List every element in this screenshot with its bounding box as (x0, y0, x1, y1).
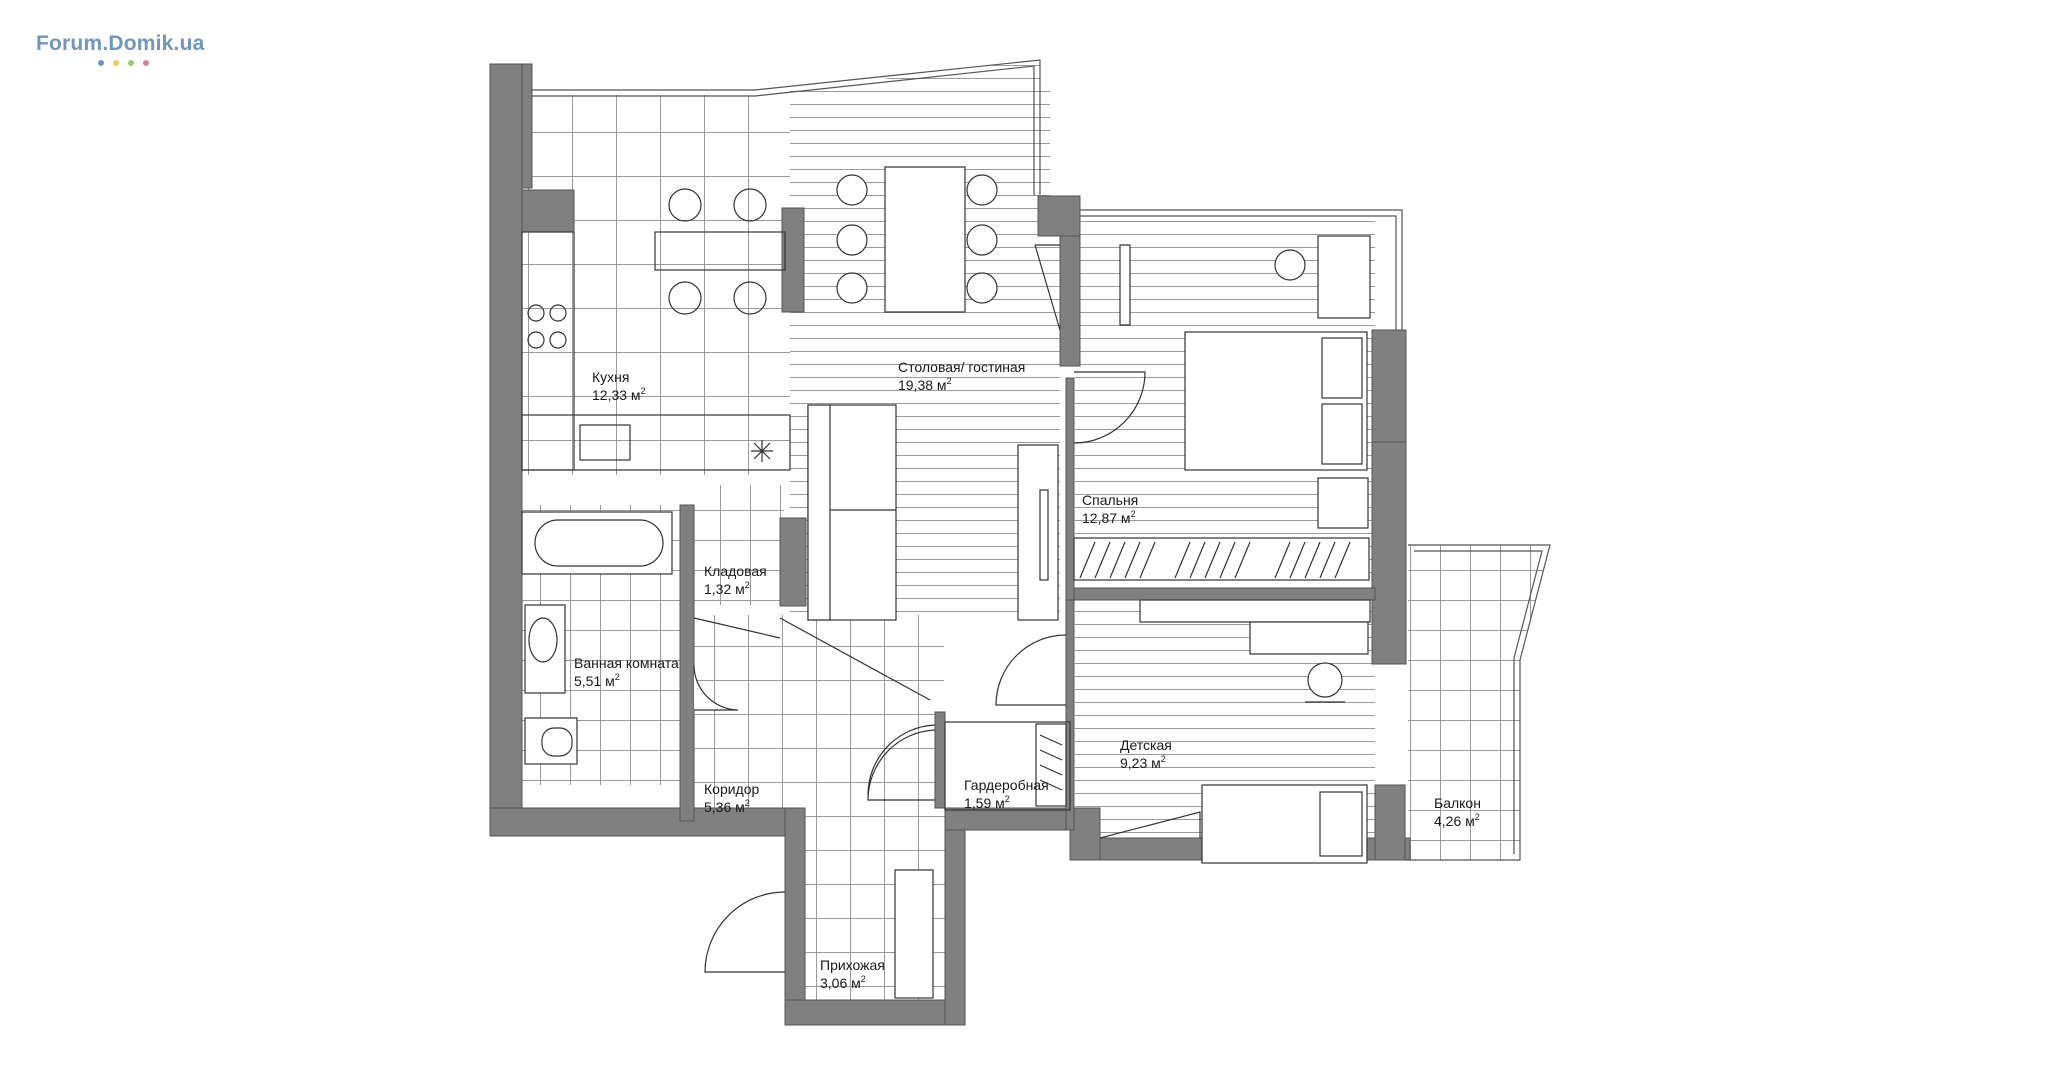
bedroom-furniture (1073, 235, 1371, 581)
logo-dots (98, 60, 204, 66)
bathroom-fixtures (521, 511, 739, 765)
label-balcony-area: 4,26 м2 (1434, 812, 1480, 829)
site-logo[interactable]: Forum.Domik.ua (36, 32, 204, 66)
logo-text: Forum.Domik.ua (36, 32, 205, 55)
living-furniture (807, 166, 1061, 621)
label-pantry-area: 1,32 м2 (704, 580, 750, 597)
label-living-name: Столовая/ гостиная (898, 359, 1025, 375)
label-hall-area: 3,06 м2 (820, 974, 866, 991)
label-corridor-area: 5,36 м2 (704, 798, 750, 815)
label-hall-name: Прихожая (820, 957, 885, 973)
label-wardrobe-area: 1,59 м2 (964, 794, 1010, 811)
label-kids-name: Детская (1120, 737, 1172, 753)
room-labels: Кухня 12,33 м2 Столовая/ гостиная 19,38 … (574, 359, 1481, 991)
label-pantry-name: Кладовая (704, 563, 767, 579)
label-bathroom-area: 5,51 м2 (574, 672, 620, 689)
logo-dot-green (128, 60, 134, 66)
logo-dot-blue (98, 60, 104, 66)
kitchen-furniture (521, 188, 791, 471)
label-balcony-name: Балкон (1434, 795, 1481, 811)
window-frames (532, 59, 1551, 861)
label-bedroom-area: 12,87 м2 (1082, 509, 1136, 526)
label-kids-area: 9,23 м2 (1120, 754, 1166, 771)
doors (693, 617, 936, 999)
label-corridor-name: Коридор (704, 781, 760, 797)
label-kitchen-area: 12,33 м2 (592, 386, 646, 403)
label-kitchen-name: Кухня (592, 369, 629, 385)
walls (489, 63, 1411, 1026)
label-bedroom-name: Спальня (1082, 492, 1138, 508)
label-wardrobe-name: Гардеробная (964, 777, 1049, 793)
label-bathroom-name: Ванная комната (574, 655, 679, 671)
logo-dot-pink (143, 60, 149, 66)
logo-dot-yellow (113, 60, 119, 66)
label-living-area: 19,38 м2 (898, 376, 952, 393)
kids-furniture (995, 599, 1371, 864)
